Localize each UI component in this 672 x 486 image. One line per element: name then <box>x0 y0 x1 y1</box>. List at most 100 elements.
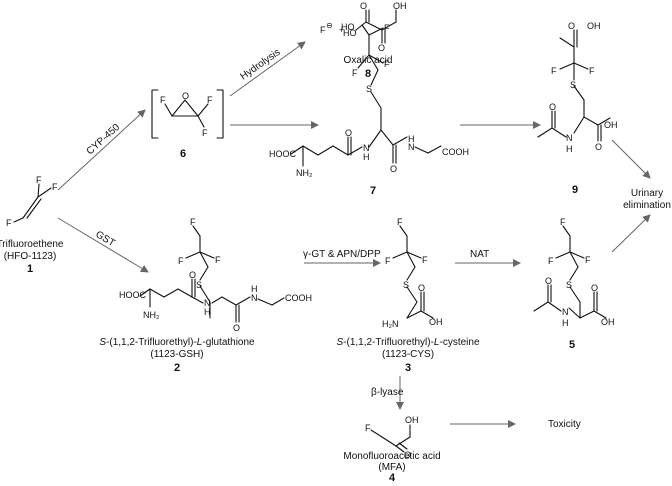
svg-text:F: F <box>52 182 58 192</box>
compound-4-code: (MFA) <box>378 462 405 473</box>
compound-6-structure: F O F F <box>151 89 224 139</box>
arrow-gst <box>57 217 149 273</box>
compound-7-structure: HO F F F S HOOC NH₂ O H N O N H COOH <box>269 22 469 178</box>
svg-text:O: O <box>595 142 602 152</box>
svg-text:OH: OH <box>405 415 419 425</box>
svg-text:N: N <box>408 142 415 152</box>
svg-text:F: F <box>160 95 166 105</box>
svg-text:COOH: COOH <box>285 293 312 303</box>
svg-text:F: F <box>589 66 595 76</box>
svg-text:S: S <box>403 280 409 290</box>
svg-text:F: F <box>36 175 42 185</box>
compound-8-number: 8 <box>365 68 371 80</box>
svg-text:S: S <box>366 84 372 94</box>
arrow-cyp450 <box>57 109 146 191</box>
compound-5-number: 5 <box>569 339 575 351</box>
svg-text:O: O <box>360 1 367 11</box>
svg-text:F: F <box>422 255 428 265</box>
svg-text:O: O <box>390 164 397 174</box>
arrow-hydrolysis <box>229 41 306 97</box>
svg-text:O: O <box>189 270 196 280</box>
svg-text:H: H <box>251 284 258 294</box>
compound-7-number: 7 <box>370 185 376 197</box>
elimination-label: elimination <box>623 200 671 211</box>
compound-9-number: 9 <box>572 184 578 196</box>
svg-text:O: O <box>345 128 352 138</box>
svg-text:N: N <box>251 293 258 303</box>
compound-1-number: 1 <box>27 263 33 275</box>
svg-text:HO: HO <box>341 22 355 32</box>
compound-4-name: Monofluoroacetic acid <box>343 451 440 462</box>
svg-text:HO: HO <box>343 28 357 38</box>
toxicity-label: Toxicity <box>548 419 581 430</box>
svg-text:F: F <box>560 217 566 227</box>
svg-text:F: F <box>384 23 390 33</box>
svg-text:O: O <box>545 276 552 286</box>
compound-3-name: S-(1,1,2-Trifluorethyl)-L-cysteine <box>336 337 479 348</box>
svg-text:F: F <box>397 217 403 227</box>
compound-2-number: 2 <box>174 362 180 374</box>
svg-text:N: N <box>562 307 569 317</box>
compound-5-structure: F F F S O N H O OH <box>533 217 615 328</box>
compound-8-name: Oxalic acid <box>344 55 393 66</box>
svg-text:OH: OH <box>393 1 407 11</box>
svg-text:H: H <box>204 307 211 317</box>
svg-text:N: N <box>363 143 370 153</box>
svg-text:COOH: COOH <box>442 147 469 157</box>
arrow-5-to-urinary <box>611 214 651 253</box>
svg-text:N: N <box>566 133 573 143</box>
svg-text:O: O <box>591 283 598 293</box>
svg-text:O: O <box>418 283 425 293</box>
svg-text:F: F <box>548 256 554 266</box>
arrow-9-to-urinary <box>611 139 651 179</box>
compound-3-structure: F F F S H₂N O OH <box>382 217 443 329</box>
svg-text:F: F <box>190 217 196 227</box>
compound-2-code: (1123-GSH) <box>150 349 203 360</box>
svg-text:H₂N: H₂N <box>382 319 399 329</box>
label-hydrolysis: Hydrolysis <box>238 47 282 82</box>
svg-text:F: F <box>215 255 221 265</box>
svg-text:F: F <box>385 256 391 266</box>
svg-text:N: N <box>204 298 211 308</box>
svg-text:+: + <box>339 25 344 35</box>
urinary-label: Urinary <box>631 188 663 199</box>
svg-text:OH: OH <box>587 21 601 31</box>
compound-4-number: 4 <box>389 472 396 481</box>
compound-4-structure: F OH O <box>365 415 419 460</box>
svg-text:H: H <box>566 144 573 154</box>
svg-text:O: O <box>182 91 189 101</box>
svg-text:NH₂: NH₂ <box>143 310 160 320</box>
compound-1-code: (HFO-1123) <box>4 251 57 262</box>
svg-text:S: S <box>196 280 202 290</box>
svg-text:HOOC: HOOC <box>269 149 297 159</box>
svg-text:S: S <box>566 280 572 290</box>
label-blyase: β-lyase <box>371 387 404 398</box>
compound-1-name: Trifluoroethene <box>0 239 64 250</box>
svg-text:H: H <box>408 134 415 144</box>
svg-text:F: F <box>207 95 213 105</box>
svg-text:HOOC: HOOC <box>119 290 147 300</box>
compound-3-code: (1123-CYS) <box>382 349 434 360</box>
svg-text:F: F <box>352 68 358 78</box>
compound-3-number: 3 <box>405 362 411 374</box>
label-ggt: γ-GT & APN/DPP <box>303 249 381 260</box>
svg-text:F: F <box>551 66 557 76</box>
svg-text:F: F <box>178 256 184 266</box>
compound-1-structure: F F F <box>6 175 58 228</box>
svg-text:F: F <box>320 25 326 35</box>
svg-text:O: O <box>233 323 240 333</box>
svg-text:F: F <box>365 423 371 433</box>
label-nat: NAT <box>470 249 489 260</box>
compound-6-number: 6 <box>180 148 186 160</box>
svg-text:OH: OH <box>429 317 443 327</box>
label-cyp450: CYP-450 <box>85 122 123 158</box>
svg-text:F: F <box>585 255 591 265</box>
svg-text:OH: OH <box>601 317 615 327</box>
svg-text:NH₂: NH₂ <box>296 168 313 178</box>
svg-text:H: H <box>562 318 569 328</box>
svg-text:S: S <box>570 80 576 90</box>
compound-2-structure: F F F S HOOC NH₂ O N H O N H COOH <box>119 217 312 333</box>
svg-text:O: O <box>549 102 556 112</box>
compound-8-structure: F ⊖ + O OH HO O <box>320 1 407 53</box>
